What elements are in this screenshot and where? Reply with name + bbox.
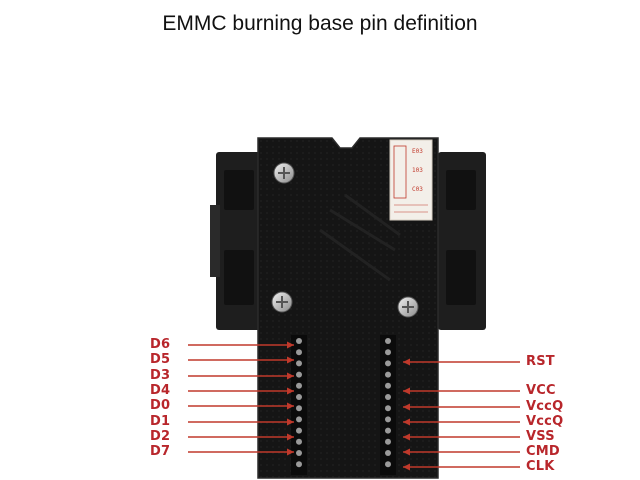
pin-arrow-left [188,356,294,364]
pin-label-right: VccQ [526,414,564,429]
header-pin [296,405,302,412]
right-socket-block [438,152,486,330]
header-pin [296,382,302,389]
header-pin [385,405,391,412]
screw-icon [271,291,293,313]
pin-arrow-left [188,418,294,426]
pin-label-left: D5 [150,352,171,367]
pin-arrow-left [188,387,294,395]
header-pin [296,427,302,434]
pin-label-left: D4 [150,383,171,398]
header-pin [296,416,302,423]
pin-arrow-right [403,418,520,426]
header-pin [296,394,302,400]
diagram-title: EMMC burning base pin definition [162,12,478,35]
pin-arrow-left [188,448,294,456]
header-pin [296,438,302,445]
pin-arrow-left [188,433,294,441]
pin-arrow-right [403,403,520,411]
pin-label-left: D2 [150,429,171,444]
label-sticker [389,139,433,221]
pin-label-right: VCC [526,383,556,398]
pin-label-left: D0 [150,398,171,413]
pin-label-left: D1 [150,414,171,429]
pin-label-right: RST [526,354,555,369]
pin-arrow-right [403,387,520,395]
pin-arrow-left [188,402,294,410]
header-pin [385,416,391,423]
header-pin [296,360,302,367]
screw-icon [397,296,419,318]
pin-label-left: D6 [150,337,171,352]
pin-arrow-left [188,341,294,349]
sticker-code: E03 [412,148,423,155]
sticker-code: 103 [412,167,423,174]
pin-label-left: D3 [150,368,171,383]
screw-icon [273,162,295,184]
header-pin [385,382,391,389]
header-pin [296,461,302,468]
header-pin [385,360,391,367]
header-pin [385,349,391,356]
sticker-code: C03 [412,186,423,193]
pin-arrow-right [403,448,520,456]
pin-label-right: CLK [526,459,555,474]
pin-label-right: VSS [526,429,555,444]
header-pin [385,450,391,456]
pin-arrow-right [403,463,520,471]
header-pin [296,349,302,356]
pin-arrow-right [403,433,520,441]
pin-arrow-right [403,358,520,366]
left-pin-header [291,335,307,475]
header-pin [296,338,302,344]
header-pin [296,450,302,456]
pin-label-right: CMD [526,444,560,459]
right-pin-header [380,335,396,475]
header-pin [385,438,391,445]
pin-label-left: D7 [150,444,171,459]
pin-arrow-left [188,372,294,380]
header-pin [385,394,391,400]
header-pin [385,461,391,468]
left-socket-block [210,152,262,330]
header-pin [385,427,391,434]
header-pin [296,371,302,378]
header-pin [385,371,391,378]
header-pin [385,338,391,344]
pin-label-right: VccQ [526,399,564,414]
